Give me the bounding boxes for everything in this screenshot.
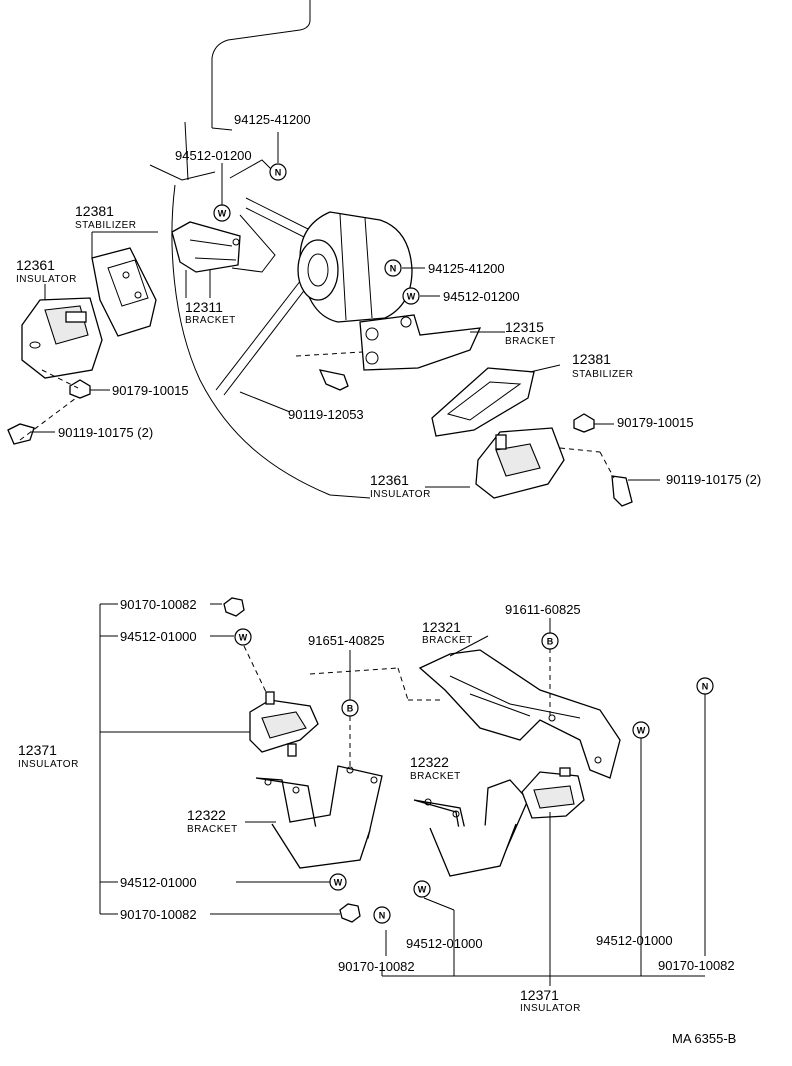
label-94512-01000-d: 94512-01000 xyxy=(596,933,673,948)
svg-text:W: W xyxy=(334,878,343,888)
svg-text:N: N xyxy=(390,264,397,274)
bolt-90119-10175-right xyxy=(611,475,633,507)
nut-symbol-bottom: N xyxy=(373,906,391,924)
stabilizer-12381-left xyxy=(91,247,157,337)
caption-bracket-12322-left: BRACKET xyxy=(187,824,238,835)
label-94512-01000-b: 94512-01000 xyxy=(120,875,197,890)
label-12361-right: 12361 xyxy=(370,472,409,488)
bolt-90119-12053 xyxy=(318,369,349,391)
svg-text:N: N xyxy=(275,168,282,178)
label-12311: 12311 xyxy=(185,299,223,315)
label-90119-10175-left: 90119-10175 (2) xyxy=(58,425,153,440)
nut-90179-10015-left xyxy=(69,379,91,399)
caption-insulator-right: INSULATOR xyxy=(370,489,431,500)
washer-symbol-top: W xyxy=(213,204,231,222)
label-12361-top: 12361 xyxy=(16,257,55,273)
label-12321: 12321 xyxy=(422,619,461,635)
label-94125-41200-top: 94125-41200 xyxy=(234,112,311,127)
engine-outline xyxy=(149,0,371,499)
washer-symbol-a: W xyxy=(234,628,252,646)
nut-symbol-far-right: N xyxy=(696,677,714,695)
label-94512-01200-top: 94512-01200 xyxy=(175,148,252,163)
leaders-bottom xyxy=(99,603,706,986)
svg-text:W: W xyxy=(418,885,427,895)
caption-stabilizer-right: STABILIZER xyxy=(572,369,634,380)
washer-symbol-b: W xyxy=(329,873,347,891)
fan-belt xyxy=(215,197,337,396)
label-90170-10082-c: 90170-10082 xyxy=(338,959,415,974)
bolt-symbol-91651: B xyxy=(341,699,359,717)
label-12381-top: 12381 xyxy=(75,203,114,219)
caption-stabilizer-top: STABILIZER xyxy=(75,220,137,231)
bolt-90119-10175-left xyxy=(7,423,35,445)
bracket-12321 xyxy=(418,649,621,779)
washer-symbol-bottom: W xyxy=(413,880,431,898)
caption-insulator-left: INSULATOR xyxy=(18,759,79,770)
svg-text:N: N xyxy=(379,911,386,921)
bracket-12311 xyxy=(171,221,241,273)
label-91611-60825: 91611-60825 xyxy=(505,602,581,617)
label-90170-10082-a: 90170-10082 xyxy=(120,597,197,612)
bracket-12322-right xyxy=(413,779,529,877)
svg-text:B: B xyxy=(347,704,354,714)
svg-text:W: W xyxy=(218,209,227,219)
label-90170-10082-d: 90170-10082 xyxy=(658,958,735,973)
label-90179-10015-left: 90179-10015 xyxy=(112,383,189,398)
insulator-12361-right xyxy=(475,427,565,499)
nut-symbol-right: N xyxy=(384,259,402,277)
svg-text:W: W xyxy=(239,633,248,643)
leaders-top xyxy=(19,132,660,488)
bolt-symbol-91611: B xyxy=(541,632,559,650)
svg-text:W: W xyxy=(407,292,416,302)
nut-90170-10082-a xyxy=(223,597,245,617)
washer-symbol-far-right: W xyxy=(632,721,650,739)
washer-symbol-right: W xyxy=(402,287,420,305)
svg-text:N: N xyxy=(702,682,709,692)
nut-90179-10015-right xyxy=(573,413,595,433)
label-12371-left: 12371 xyxy=(18,742,57,758)
insulator-12371-left xyxy=(249,691,319,757)
label-12322-left: 12322 xyxy=(187,807,226,823)
caption-insulator-top: INSULATOR xyxy=(16,274,77,285)
label-91651-40825: 91651-40825 xyxy=(308,633,385,648)
label-94512-01200-right: 94512-01200 xyxy=(443,289,520,304)
bracket-12322-left xyxy=(255,765,383,869)
caption-bracket-12321: BRACKET xyxy=(422,635,473,646)
svg-text:B: B xyxy=(547,637,554,647)
insulator-12371-right xyxy=(521,767,585,819)
bracket-12315 xyxy=(359,314,482,371)
svg-text:W: W xyxy=(637,726,646,736)
label-94512-01000-c: 94512-01000 xyxy=(406,936,483,951)
caption-bracket-12322-right: BRACKET xyxy=(410,771,461,782)
insulator-12361-left xyxy=(21,297,103,379)
label-12315: 12315 xyxy=(505,319,544,335)
nut-90170-10082-b xyxy=(339,903,361,923)
label-12322-right: 12322 xyxy=(410,754,449,770)
label-90119-10175-right: 90119-10175 (2) xyxy=(666,472,761,487)
nut-symbol-top: N xyxy=(269,163,287,181)
label-12381-right: 12381 xyxy=(572,351,611,367)
caption-bracket-12315: BRACKET xyxy=(505,336,556,347)
alternator xyxy=(297,211,413,323)
label-90179-10015-right: 90179-10015 xyxy=(617,415,694,430)
label-90119-12053: 90119-12053 xyxy=(288,407,364,422)
label-94125-41200-right: 94125-41200 xyxy=(428,261,505,276)
stabilizer-12381-right xyxy=(431,367,535,437)
label-90170-10082-b: 90170-10082 xyxy=(120,907,197,922)
caption-insulator-bottom: INSULATOR xyxy=(520,1003,581,1014)
caption-bracket-12311: BRACKET xyxy=(185,315,236,326)
label-94512-01000-a: 94512-01000 xyxy=(120,629,197,644)
figure-code: MA 6355-B xyxy=(672,1031,736,1046)
label-12371-bottom: 12371 xyxy=(520,987,559,1003)
